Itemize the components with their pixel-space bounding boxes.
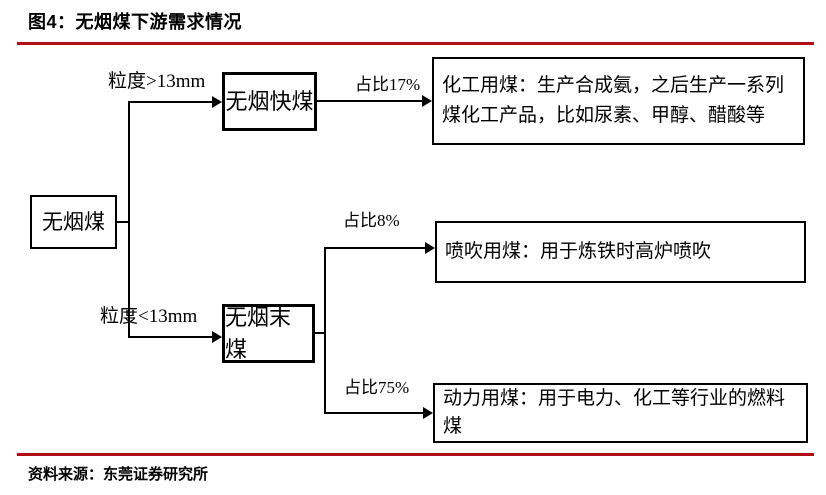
figure-title: 图4：无烟煤下游需求情况 (28, 12, 243, 32)
arrowhead-to-power-coal (423, 407, 433, 419)
edge-label-size-gt-13mm: 粒度>13mm (108, 71, 206, 92)
arrowhead-to-chemical-coal (422, 95, 432, 107)
divider-top (17, 42, 814, 45)
node-power-coal: 动力用煤：用于电力、化工等行业的燃料煤 (433, 383, 808, 443)
arrowhead-to-lump-coal (212, 96, 222, 108)
arrowhead-to-fine-coal (212, 331, 222, 343)
edge-label-share-8pct: 占比8% (343, 211, 400, 230)
connector-to-fine-coal (128, 336, 213, 338)
connector-to-injection-coal (324, 247, 425, 249)
connector-to-power-coal (324, 412, 423, 414)
connector-fine-coal-stub (315, 332, 326, 334)
edge-label-size-lt-13mm: 粒度<13mm (100, 306, 198, 327)
node-anthracite-lump-coal: 无烟快煤 (222, 72, 317, 131)
connector-root-stub (116, 221, 130, 223)
connector-to-chemical-coal (317, 100, 422, 102)
source-note: 资料来源：东莞证券研究所 (28, 466, 209, 483)
node-injection-coal: 喷吹用煤：用于炼铁时高炉喷吹 (435, 221, 806, 283)
node-anthracite-fine-coal: 无烟末煤 (222, 304, 315, 363)
connector-to-lump-coal (128, 101, 213, 103)
node-anthracite: 无烟煤 (30, 195, 117, 249)
divider-bottom (17, 453, 814, 456)
node-chemical-coal: 化工用煤：生产合成氨，之后生产一系列煤化工产品，比如尿素、甲醇、醋酸等 (432, 57, 805, 145)
connector-root-branch-vertical (128, 101, 130, 338)
edge-label-share-75pct: 占比75% (344, 378, 410, 397)
edge-label-share-17pct: 占比17% (355, 75, 421, 94)
connector-fine-branch-vertical (324, 248, 326, 414)
arrowhead-to-injection-coal (425, 242, 435, 254)
